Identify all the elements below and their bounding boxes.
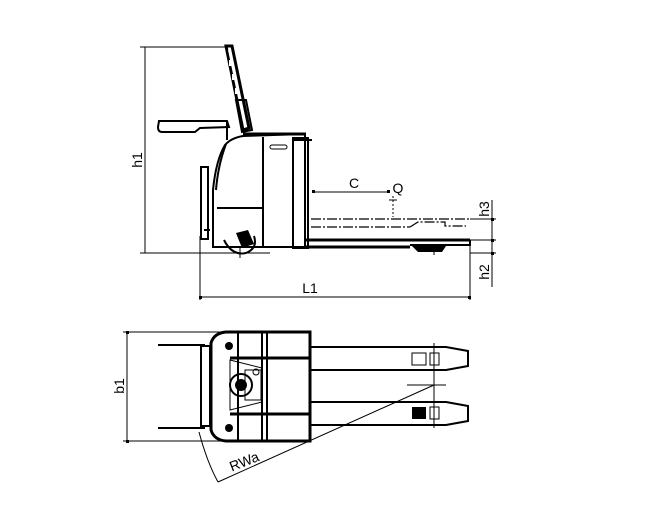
truck-body: [212, 132, 312, 249]
l1-dimension: L1: [199, 236, 471, 300]
side-view: h1: [129, 44, 496, 300]
h1-label: h1: [129, 152, 145, 168]
height-dimensions: h3 h2: [470, 200, 496, 287]
rwa-dimension: RWa: [198, 384, 435, 483]
c-label: C: [349, 175, 359, 191]
h2-label: h2: [476, 264, 492, 280]
b1-dimension: b1: [111, 331, 225, 443]
b1-label: b1: [111, 378, 127, 394]
raised-fork-outline: [311, 218, 471, 228]
h3-label: h3: [476, 201, 492, 217]
l1-label: L1: [302, 280, 318, 296]
q-label: Q: [393, 180, 404, 196]
forks-top: [310, 343, 469, 428]
top-view: b1: [111, 330, 469, 483]
truck-body-top: [200, 330, 312, 443]
platform: [156, 120, 231, 133]
tiller-handle: [224, 44, 254, 134]
drive-wheel: [223, 230, 256, 258]
h1-dimension: h1: [129, 46, 270, 254]
c-dimension: C Q: [312, 175, 404, 217]
fork-side: [306, 238, 471, 255]
side-guard: [200, 166, 209, 240]
